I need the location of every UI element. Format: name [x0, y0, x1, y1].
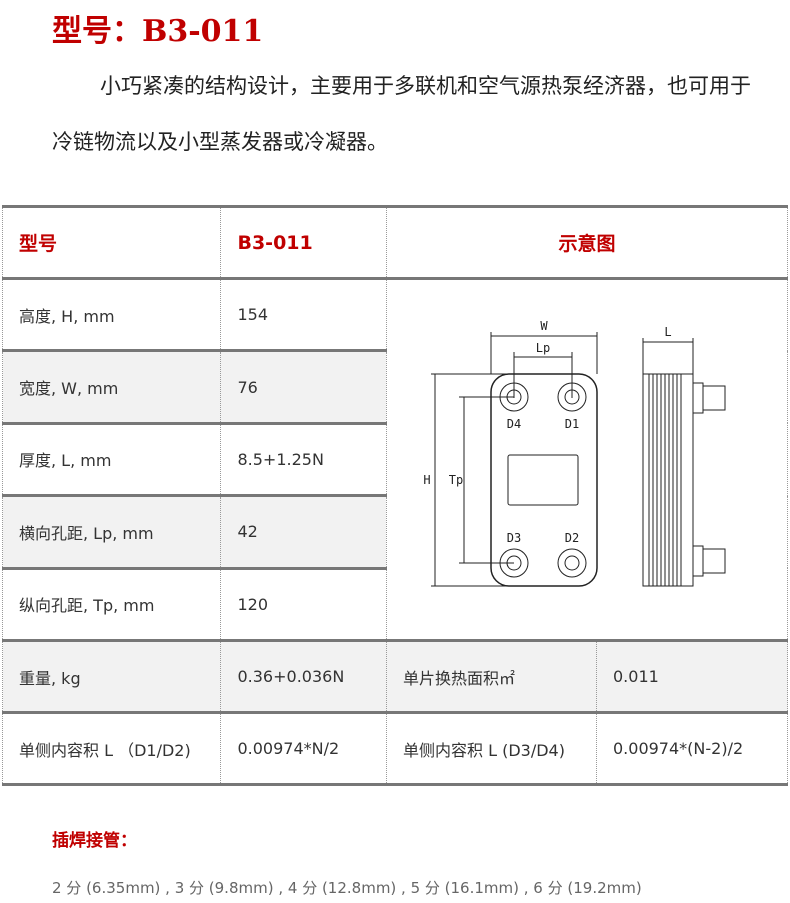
row-label: 单片换热面积㎡: [385, 640, 598, 714]
row-value: 8.5+1.25N: [220, 422, 387, 498]
row-value: 0.00974*(N-2)/2: [596, 712, 788, 786]
page-title: 型号：B3-011: [52, 14, 264, 49]
row-value: 76: [220, 350, 387, 425]
header-diagram: 示意图: [385, 205, 789, 280]
label-l: L: [664, 325, 671, 339]
header-label: 型号: [1, 205, 222, 280]
connections-title: 插焊接管：: [52, 831, 137, 851]
row-value: 154: [220, 277, 387, 353]
label-tp: Tp: [449, 473, 463, 487]
label-w: W: [540, 319, 548, 333]
row-label: 纵向孔距, Tp, mm: [1, 567, 222, 643]
heat-exchanger-drawing: W Lp H Tp L D4 D1 D3 D2: [423, 319, 726, 587]
row-label: 单侧内容积 L (D3/D4): [385, 712, 598, 786]
label-lp: Lp: [536, 341, 550, 355]
label-d2: D2: [565, 531, 579, 545]
row-value: 0.00974*N/2: [220, 712, 387, 786]
schematic-diagram: W Lp H Tp L D4 D1 D3 D2: [385, 278, 789, 642]
table-row: 重量, kg 0.36+0.036N 单片换热面积㎡ 0.011: [1, 640, 788, 714]
row-label: 宽度, W, mm: [1, 350, 222, 425]
row-value: 0.011: [596, 640, 788, 714]
label-d4: D4: [507, 417, 521, 431]
row-label: 单侧内容积 L （D1/D2): [1, 712, 222, 786]
table-row: 单侧内容积 L （D1/D2) 0.00974*N/2 单侧内容积 L (D3/…: [1, 712, 788, 786]
row-value: 0.36+0.036N: [220, 640, 387, 714]
row-value: 120: [220, 567, 387, 643]
row-label: 重量, kg: [1, 640, 222, 714]
row-value: 42: [220, 495, 387, 570]
label-d1: D1: [565, 417, 579, 431]
header-value: B3-011: [220, 205, 387, 280]
table-header: 型号 B3-011 示意图: [1, 205, 789, 280]
label-h: H: [423, 473, 430, 487]
row-label: 横向孔距, Lp, mm: [1, 495, 222, 570]
connection-sizes: 2 分 (6.35mm) , 3 分 (9.8mm) , 4 分 (12.8mm…: [52, 879, 642, 897]
row-label: 高度, H, mm: [1, 277, 222, 353]
intro-text: 小巧紧凑的结构设计，主要用于多联机和空气源热泵经济器，也可用于冷链物流以及小型蒸…: [52, 74, 751, 154]
row-label: 厚度, L, mm: [1, 422, 222, 498]
label-d3: D3: [507, 531, 521, 545]
